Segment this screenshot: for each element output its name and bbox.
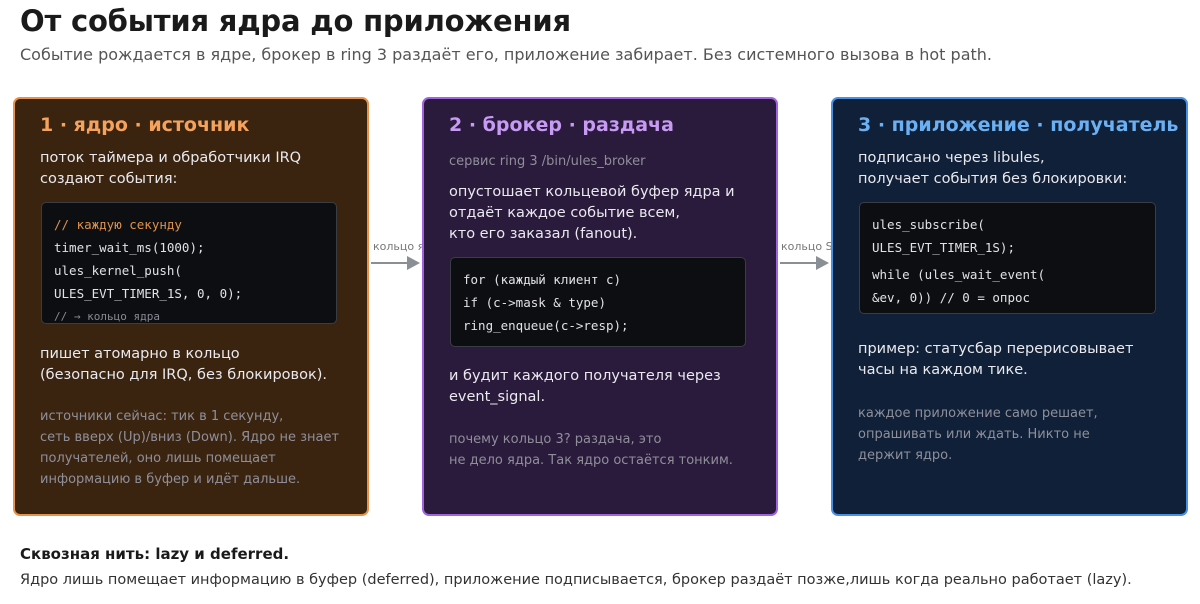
kernel-note: источники сейчас: тик в 1 секунду, сеть …: [40, 406, 353, 490]
footer-title: Сквозная нить: lazy и deferred.: [20, 545, 290, 563]
arrow-right-icon: [780, 256, 829, 270]
app-code-block: ules_subscribe( ULES_EVT_TIMER_1S); whil…: [859, 202, 1156, 314]
app-after-line: пример: статусбар перерисовывает: [858, 341, 1134, 357]
broker-intro-line: отдаёт каждое событие всем,: [449, 205, 680, 221]
app-note-line: каждое приложение само решает,: [858, 406, 1098, 421]
broker-note-line: почему кольцо 3? раздача, это: [449, 432, 662, 447]
broker-after-line: event_signal.: [449, 389, 546, 405]
app-intro: подписано через libules, получает событи…: [858, 148, 1168, 190]
app-after-line: часы на каждом тике.: [858, 362, 1028, 378]
kernel-intro-line: поток таймера и обработчики IRQ: [40, 150, 302, 166]
code-line: while (ules_wait_event(: [872, 267, 1046, 282]
page-subtitle: Событие рождается в ядре, брокер в ring …: [20, 45, 992, 64]
kernel-note-line: получателей, оно лишь помещает: [40, 451, 276, 466]
broker-code-block: for (каждый клиент c) if (c->mask & type…: [450, 257, 746, 347]
kernel-after-text: пишет атомарно в кольцо (безопасно для I…: [40, 344, 349, 386]
app-intro-line: получает события без блокировки:: [858, 171, 1128, 187]
broker-intro: опустошает кольцевой буфер ядра и отдаёт…: [449, 182, 758, 245]
broker-intro-line: кто его заказал (fanout).: [449, 226, 638, 242]
kernel-after-line: пишет атомарно в кольцо: [40, 346, 240, 362]
kernel-note-line: источники сейчас: тик в 1 секунду,: [40, 409, 284, 424]
app-note-line: держит ядро.: [858, 448, 953, 463]
broker-source-line: сервис ring 3 /bin/ules_broker: [449, 154, 646, 169]
broker-note: почему кольцо 3? раздача, это не дело яд…: [449, 429, 762, 471]
broker-card: 2 · брокер · раздача сервис ring 3 /bin/…: [422, 97, 778, 516]
code-line: ULES_EVT_TIMER_1S);: [872, 240, 1015, 255]
code-line: // → кольцо ядра: [54, 310, 160, 323]
kernel-code-block: // каждую секунду timer_wait_ms(1000); u…: [41, 202, 337, 324]
broker-note-line: не дело ядра. Так ядро остаётся тонким.: [449, 453, 733, 468]
kernel-intro: поток таймера и обработчики IRQ создают …: [40, 148, 349, 190]
code-line: if (c->mask & type): [463, 295, 606, 310]
code-line: // каждую секунду: [54, 217, 182, 232]
kernel-note-line: сеть вверх (Up)/вниз (Down). Ядро не зна…: [40, 430, 340, 445]
kernel-card-title: 1 · ядро · источник: [40, 114, 250, 136]
page-title: От события ядра до приложения: [20, 4, 571, 38]
code-line: &ev, 0)) // 0 = опрос: [872, 290, 1031, 305]
broker-after-text: и будит каждого получателя через event_s…: [449, 366, 758, 408]
broker-after-line: и будит каждого получателя через: [449, 368, 721, 384]
kernel-intro-line: создают события:: [40, 171, 178, 187]
footer-text: Ядро лишь помещает информацию в буфер (d…: [20, 572, 1132, 588]
arrow-right-icon: [371, 256, 420, 270]
kernel-after-line: (безопасно для IRQ, без блокировок).: [40, 367, 327, 383]
broker-intro-line: опустошает кольцевой буфер ядра и: [449, 184, 735, 200]
app-receiver-card: 3 · приложение · получатель подписано че…: [831, 97, 1188, 516]
app-note: каждое приложение само решает, опрашиват…: [858, 403, 1172, 466]
code-line: for (каждый клиент c): [463, 272, 622, 287]
code-line: ring_enqueue(c->resp);: [463, 318, 629, 333]
app-intro-line: подписано через libules,: [858, 150, 1045, 166]
broker-card-title: 2 · брокер · раздача: [449, 114, 674, 136]
app-after-text: пример: статусбар перерисовывает часы на…: [858, 339, 1168, 381]
app-note-line: опрашивать или ждать. Никто не: [858, 427, 1090, 442]
code-line: timer_wait_ms(1000);: [54, 240, 205, 255]
code-line: ules_subscribe(: [872, 217, 985, 232]
kernel-source-card: 1 · ядро · источник поток таймера и обра…: [13, 97, 369, 516]
code-line: ULES_EVT_TIMER_1S, 0, 0);: [54, 286, 243, 301]
app-card-title: 3 · приложение · получатель: [858, 114, 1179, 136]
code-line: ules_kernel_push(: [54, 263, 182, 278]
kernel-note-line: информацию в буфер и идёт дальше.: [40, 472, 301, 487]
